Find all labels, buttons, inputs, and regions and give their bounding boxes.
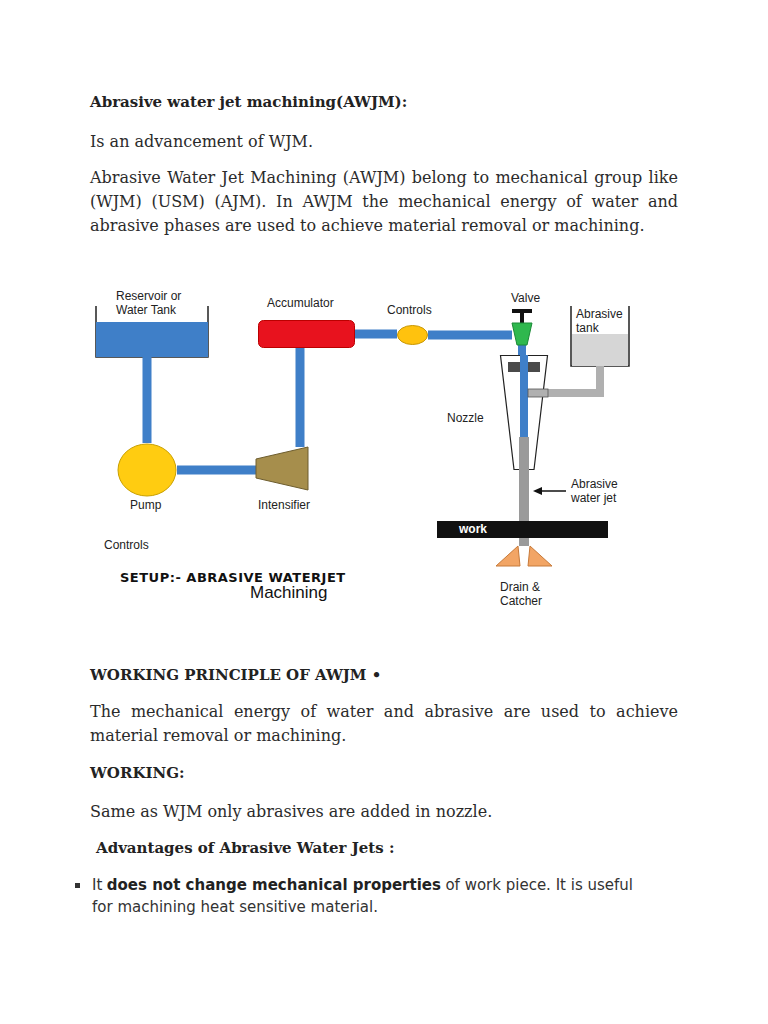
node-label: work — [459, 522, 487, 536]
shape — [496, 546, 520, 566]
pipe-connector — [177, 470, 256, 471]
tank-outline — [571, 306, 629, 366]
pump-symbol: Pump — [117, 443, 177, 497]
bullet-text: does not change mechanical properties — [107, 876, 441, 894]
body-text: Same as WJM only abrasives are added in … — [90, 800, 492, 824]
shape-outline — [117, 443, 177, 497]
shape — [256, 447, 308, 490]
control-valve: Controls — [397, 325, 428, 345]
pipe-connector — [524, 538, 525, 546]
leader-line — [540, 490, 566, 492]
pipe-connector — [428, 335, 512, 336]
shape — [259, 321, 355, 348]
pipe-line — [519, 538, 529, 546]
pipe-line — [428, 331, 512, 340]
controls-label: Controls — [104, 538, 149, 552]
figure-caption: Machining — [250, 583, 328, 603]
section-heading: Advantages of Abrasive Water Jets : — [96, 837, 395, 859]
intro-paragraph: Abrasive Water Jet Machining (AWJM) belo… — [90, 166, 678, 238]
intro-line: Is an advancement of WJM. — [90, 130, 313, 154]
shape — [528, 546, 552, 566]
pipe-connector — [522, 345, 523, 355]
bullet-marker — [75, 883, 80, 888]
pipe-connector — [355, 334, 397, 335]
arrow-head — [533, 487, 542, 495]
shape-outline — [96, 322, 208, 357]
shape — [501, 356, 548, 470]
pipe-connector — [548, 366, 600, 393]
section-heading: WORKING PRINCIPLE OF AWJM • — [90, 664, 381, 686]
shape-outline — [496, 546, 552, 566]
pipe-line — [143, 357, 152, 443]
abrasive-tank: Abrasive tank — [572, 334, 628, 366]
shape — [572, 334, 628, 366]
pipe-line — [296, 348, 305, 447]
shape — [398, 326, 428, 345]
accumulator-box: Accumulator — [258, 320, 355, 348]
pipe-line — [548, 366, 600, 393]
node-label: Reservoir or Water Tank — [116, 289, 212, 317]
node-label: Accumulator — [267, 296, 334, 310]
node-label: Controls — [387, 303, 432, 317]
pipe-line — [519, 470, 529, 521]
node-label: Pump — [130, 498, 161, 512]
shape — [118, 444, 176, 496]
body-text: The mechanical energy of water and abras… — [90, 700, 678, 748]
intensifier: Intensifier — [256, 447, 308, 490]
shape — [528, 389, 548, 397]
shape-outline — [258, 320, 355, 348]
nozzle: Nozzle — [500, 355, 548, 470]
node-label: Nozzle — [447, 411, 484, 425]
pipe-line — [518, 345, 526, 355]
pipe-line — [177, 466, 256, 475]
pipe-connector — [524, 470, 525, 521]
shape-outline — [256, 447, 308, 490]
page-title: Abrasive water jet machining(AWJM): — [90, 91, 407, 113]
node-label: Intensifier — [258, 498, 310, 512]
shape-outline — [500, 355, 548, 470]
water-tank: Reservoir or Water Tank — [96, 322, 208, 357]
workpiece: work — [437, 521, 608, 538]
drain-catcher: Drain & Catcher — [496, 546, 552, 566]
shape — [437, 521, 608, 538]
node-label: Valve — [511, 291, 540, 305]
node-label: Abrasive tank — [576, 307, 628, 335]
shape — [519, 437, 529, 470]
shape — [96, 322, 208, 357]
valve-symbol: Valve — [512, 323, 532, 345]
pipe-line — [355, 330, 397, 339]
node-label: Drain & Catcher — [500, 580, 552, 608]
figure-caption: SETUP:- ABRASIVE WATERJET — [120, 570, 346, 585]
valve-handle — [512, 309, 532, 313]
shape-outline — [397, 325, 428, 345]
shape — [512, 323, 532, 345]
shape-outline — [572, 334, 628, 366]
pipe-connector — [300, 348, 301, 447]
shape — [520, 355, 528, 437]
bullet-text: It — [92, 876, 102, 894]
section-heading: WORKING: — [90, 762, 185, 784]
jet-callout: Abrasive water jet — [571, 477, 641, 505]
pipe-connector — [147, 357, 148, 443]
shape-outline — [512, 323, 532, 345]
bullet-item: Itdoes not change mechanical propertieso… — [92, 874, 640, 918]
